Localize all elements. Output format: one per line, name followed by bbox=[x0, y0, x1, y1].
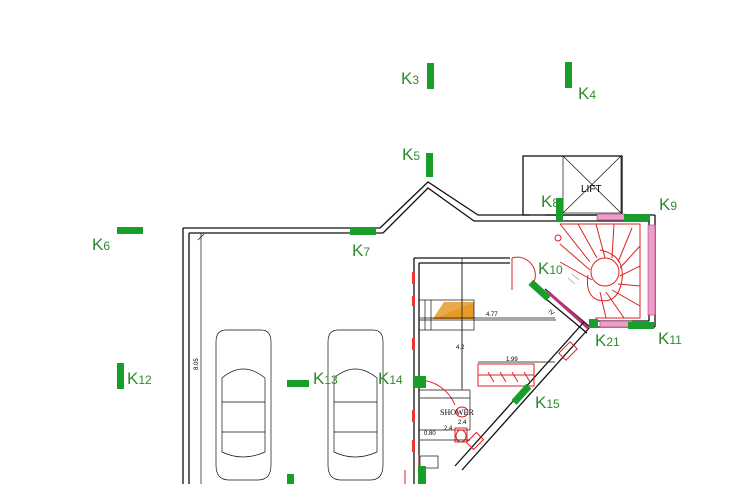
marker-k21-bar bbox=[589, 319, 598, 328]
marker-k21-label: K21 bbox=[595, 331, 620, 350]
room-width-label: 4.77 bbox=[486, 312, 498, 318]
garage-dimension: 8.05 bbox=[194, 233, 205, 484]
marker-k6-bar bbox=[117, 227, 143, 234]
marker-k15-bar bbox=[511, 383, 532, 405]
bath-width-label: 1.99 bbox=[506, 357, 518, 363]
marker-k8-label: K8 bbox=[541, 192, 559, 211]
marker-k13-label: K13 bbox=[313, 369, 338, 388]
marker-k13-bar bbox=[287, 380, 309, 387]
spiral-staircase bbox=[554, 223, 641, 319]
door-width-label: 0.80 bbox=[424, 431, 436, 437]
stair-mark-label: IV bbox=[547, 309, 555, 317]
marker-k3-bar bbox=[427, 63, 434, 89]
marker-k3-label: K3 bbox=[401, 69, 419, 88]
marker-k11-label: K11 bbox=[658, 329, 682, 348]
marker-k4-label: K4 bbox=[578, 84, 596, 103]
marker-k14-bar bbox=[414, 376, 426, 388]
marker-k11-bar bbox=[628, 322, 654, 329]
marker-k4-bar bbox=[565, 62, 572, 88]
garage-depth-label: 8.05 bbox=[194, 358, 200, 370]
marker-k7-bar bbox=[350, 228, 376, 235]
marker-k9-label: K9 bbox=[659, 195, 677, 214]
marker-k10-label: K10 bbox=[538, 259, 563, 278]
markers: K3 K4 K5 K6 K7 K8 K9 K10 K11 K12 K13 K14 bbox=[92, 62, 682, 484]
marker-bottom-left-bar bbox=[287, 474, 294, 484]
marker-k14-label: K14 bbox=[378, 369, 403, 388]
car-left bbox=[215, 329, 272, 481]
marker-k7-label: K7 bbox=[352, 241, 370, 260]
marker-k6-label: K6 bbox=[92, 235, 110, 254]
room-height-label: 4.2 bbox=[456, 345, 465, 351]
marker-k9-bar bbox=[624, 214, 650, 221]
lift-label: LIFT bbox=[581, 184, 602, 195]
marker-k5-bar bbox=[426, 153, 433, 177]
shower-label: SHOWER bbox=[440, 408, 474, 417]
marker-k5-label: K5 bbox=[402, 145, 420, 164]
interior-dimensions: 4.77 4.2 1.99 2.4 2.4 0.80 IV bbox=[419, 262, 555, 469]
shower-dim-a: 2.4 bbox=[458, 420, 467, 426]
car-right bbox=[327, 329, 384, 481]
marker-k12-bar bbox=[117, 363, 124, 389]
marker-k12-label: K12 bbox=[127, 369, 152, 388]
small-stairs bbox=[418, 299, 475, 331]
marker-k10-bar bbox=[528, 279, 551, 302]
marker-bottom-right-bar bbox=[418, 466, 426, 484]
fixtures bbox=[404, 256, 578, 484]
shower-dim-b: 2.4 bbox=[444, 426, 453, 432]
marker-k15-label: K15 bbox=[535, 393, 560, 412]
marker-k8-bar bbox=[556, 198, 563, 222]
